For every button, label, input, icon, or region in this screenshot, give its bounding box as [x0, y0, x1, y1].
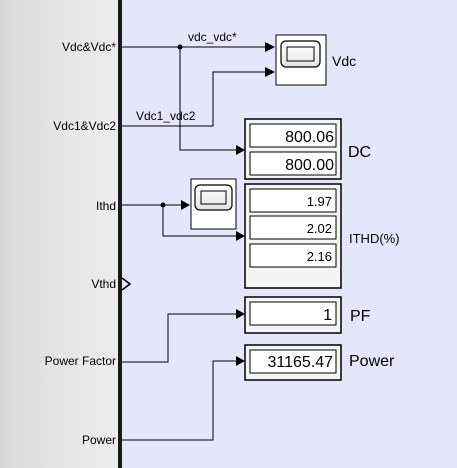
branch-point-vdc-ref	[177, 44, 183, 50]
arrowhead-scope-in1	[265, 42, 275, 52]
port-label-power-factor: Power Factor	[45, 354, 116, 368]
signal-label-vdc-vdc-star: vdc_vdc*	[188, 30, 237, 44]
dc-display-value-2: 800.00	[285, 157, 334, 174]
port-label-vdc-ref: Vdc&Vdc*	[62, 40, 116, 54]
ithd-display-block[interactable]: 1.97 2.02 2.16	[244, 183, 342, 289]
ithd-display-value-3: 2.16	[307, 249, 332, 264]
power-display-label: Power	[349, 353, 395, 370]
port-label-power: Power	[82, 433, 116, 447]
arrowhead-ithd-display	[236, 231, 245, 241]
port-label-vdc1-vdc2: Vdc1&Vdc2	[53, 119, 116, 133]
arrowhead-scope-in2	[265, 67, 275, 77]
arrowhead-pf-display	[236, 309, 245, 319]
vthd-port-arrow[interactable]	[121, 277, 132, 291]
pf-display-block[interactable]: 1	[244, 296, 342, 334]
dc-display-block[interactable]: 800.06 800.00	[244, 118, 342, 180]
subsystem-block[interactable]	[0, 0, 122, 468]
arrowhead-ithd-scope	[181, 200, 190, 210]
dc-display-label: DC	[348, 144, 371, 161]
vdc-scope-label: Vdc	[332, 53, 356, 69]
branch-point-ithd	[160, 202, 166, 208]
port-label-ithd: Ithd	[96, 199, 116, 213]
ithd-display-value-2: 2.02	[307, 221, 332, 236]
ithd-display-label: ITHD(%)	[349, 231, 400, 246]
signal-line-power[interactable]	[122, 360, 236, 441]
power-display-block[interactable]: 31165.47	[244, 344, 342, 381]
vdc-scope-block[interactable]	[275, 34, 327, 86]
port-label-vthd: Vthd	[91, 277, 116, 291]
dc-display-value-1: 800.06	[285, 129, 334, 146]
signal-line-vdc-ref-dc[interactable]	[179, 47, 236, 151]
signal-line-power-factor[interactable]	[122, 313, 236, 363]
pf-display-value: 1	[323, 307, 332, 324]
power-display-value: 31165.47	[267, 354, 333, 371]
signal-line-vdc1-vdc2[interactable]	[122, 71, 265, 127]
ithd-display-value-1: 1.97	[307, 194, 332, 209]
signal-label-vdc1-vdc2: Vdc1_vdc2	[136, 109, 196, 123]
arrowhead-power-display	[236, 356, 245, 366]
signal-line-ithd-display[interactable]	[162, 205, 236, 237]
pf-display-label: PF	[350, 308, 371, 325]
ithd-scope-block[interactable]	[190, 178, 237, 230]
arrowhead-dc-display	[236, 145, 245, 155]
